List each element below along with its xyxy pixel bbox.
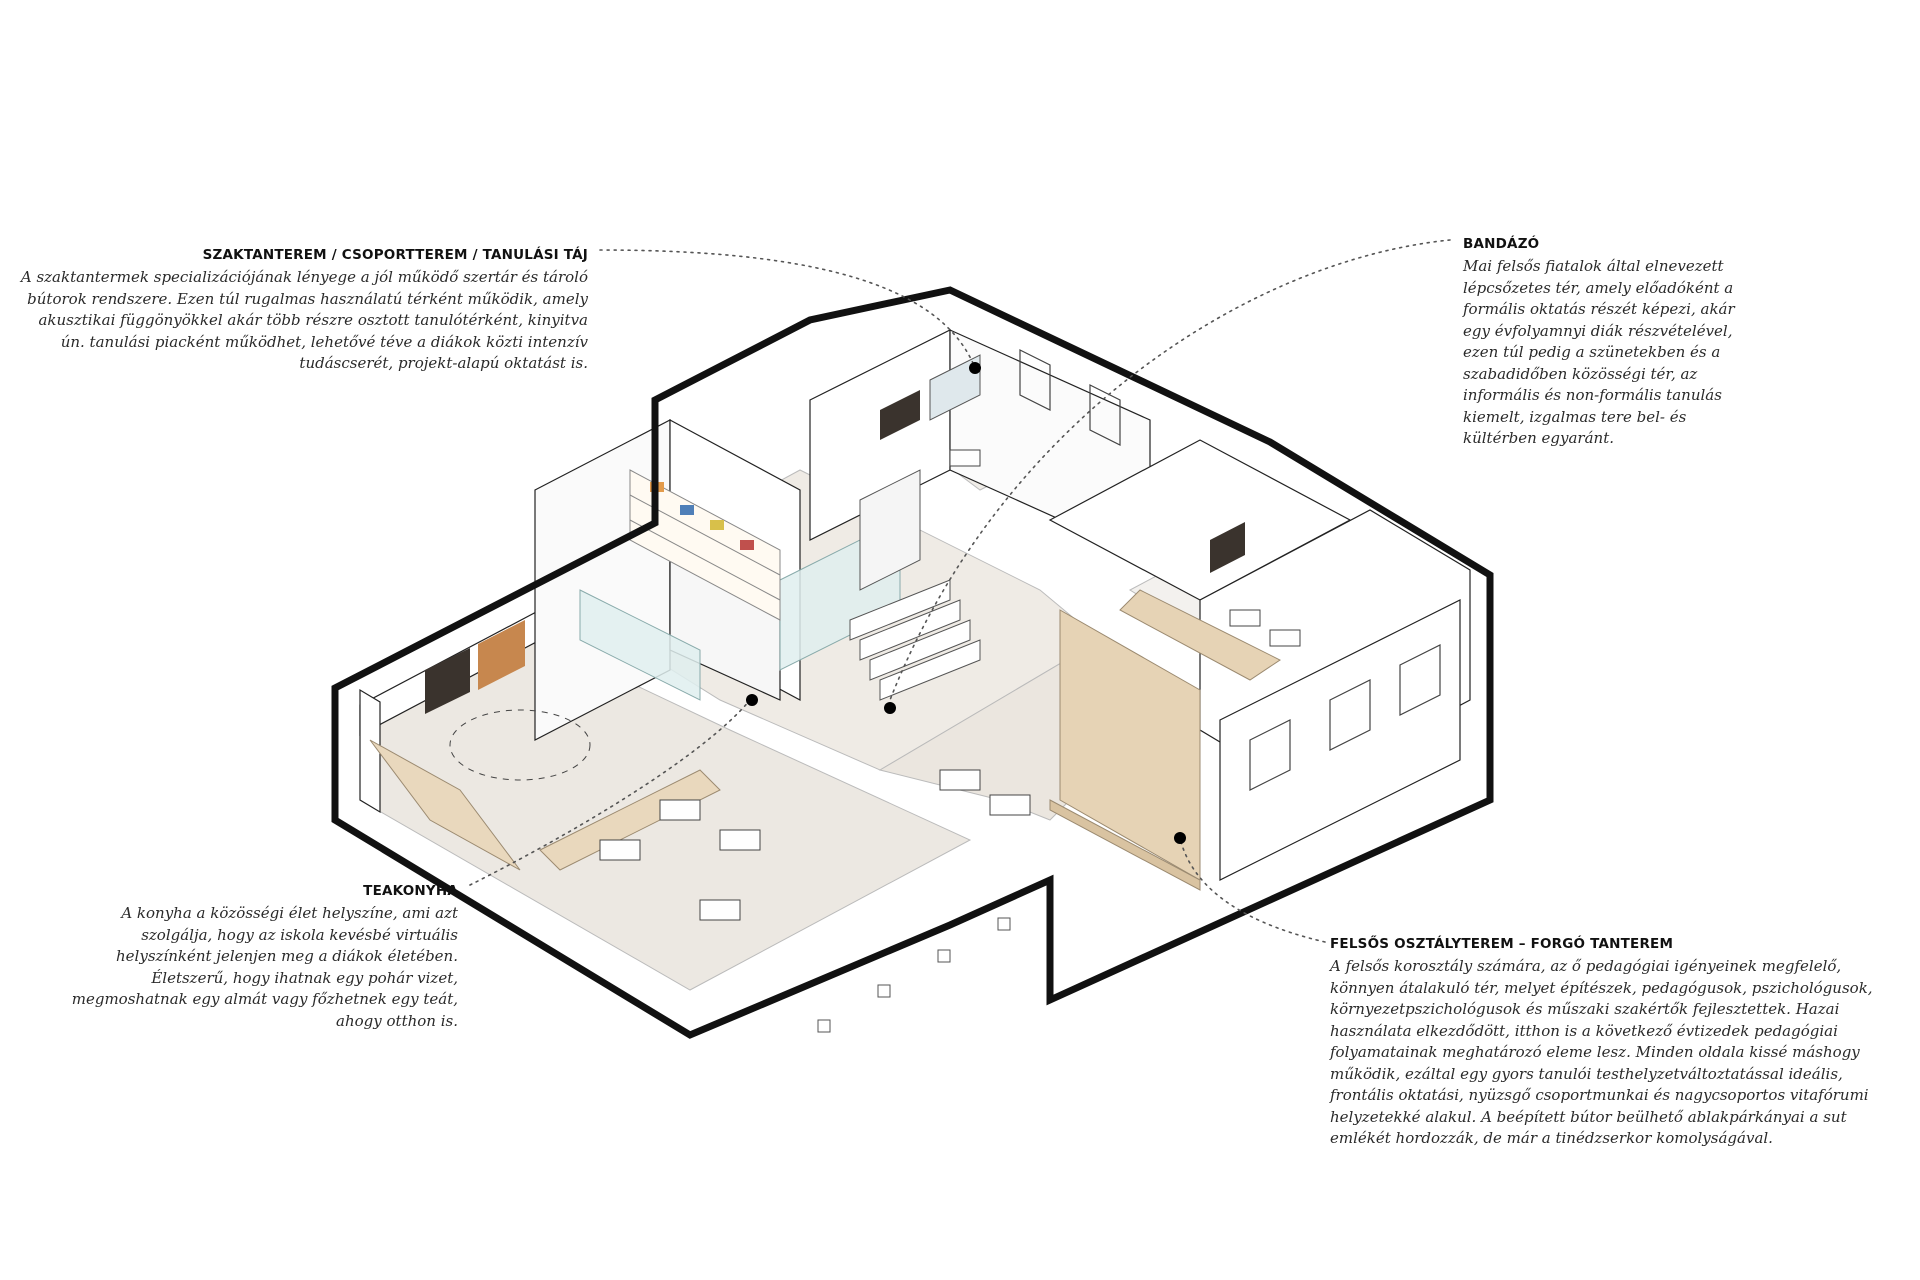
window — [1399, 644, 1441, 716]
chalkboard-right — [1210, 522, 1245, 573]
wooden-furniture — [369, 589, 1281, 891]
window — [1019, 349, 1051, 411]
chalkboard-top — [880, 390, 920, 440]
callout-szaktanterem: SZAKTANTEREM / CSOPORTTEREM / TANULÁSI T… — [10, 247, 588, 375]
chalkboard-left — [425, 648, 470, 714]
anchor-dot — [969, 362, 981, 374]
furniture-tables — [449, 449, 1301, 921]
callout-bandazo: BANDÁZÓ Mai felsős fiatalok által elneve… — [1463, 236, 1753, 450]
tiered-seating — [849, 469, 981, 701]
anchor-dot — [1174, 832, 1186, 844]
exterior-windows — [1019, 349, 1441, 791]
anchor-dots — [746, 362, 1186, 844]
corkboard-left — [478, 620, 525, 690]
stair-step — [879, 639, 981, 701]
callout-text: A szaktantermek specializációjának lénye… — [20, 268, 588, 372]
anchor-dot — [884, 702, 896, 714]
table — [699, 899, 741, 921]
leader-felsos — [1179, 837, 1326, 943]
cube — [997, 917, 1011, 931]
wood-ramp-left — [369, 739, 521, 871]
window — [1089, 384, 1121, 446]
anchor-dot — [746, 694, 758, 706]
cube — [817, 1019, 831, 1033]
table — [1229, 609, 1261, 627]
stair-step — [869, 619, 971, 681]
stair-step — [859, 599, 961, 661]
building-outline — [331, 286, 1494, 1039]
leader-szaktanterem — [599, 249, 976, 369]
cube — [877, 984, 891, 998]
table — [1269, 629, 1301, 647]
shelf-item — [740, 540, 754, 550]
wood-stair-ramp — [1119, 589, 1281, 681]
scale-cubes — [817, 917, 1011, 1033]
cube — [937, 949, 951, 963]
table — [949, 449, 981, 467]
round-table-circle — [449, 709, 591, 781]
leader-lines — [469, 239, 1451, 943]
leader-teakonyha — [469, 699, 751, 886]
window — [1249, 719, 1291, 791]
shelf-item — [710, 520, 724, 530]
table — [939, 769, 981, 791]
wall-left-room-side — [359, 688, 381, 814]
table — [989, 794, 1031, 816]
callout-text: Mai felsős fiatalok által elnevezett lép… — [1463, 257, 1735, 447]
callout-text: A felsős korosztály számára, az ő pedagó… — [1330, 957, 1873, 1147]
callout-felsos-osztalyterem: FELSŐS OSZTÁLYTEREM – FORGÓ TANTEREM A f… — [1330, 936, 1890, 1150]
upper-staircase — [859, 469, 921, 591]
callout-title: BANDÁZÓ — [1463, 236, 1540, 252]
table — [659, 799, 701, 821]
wood-window-seat — [1049, 799, 1201, 891]
callout-title: TEAKONYHA — [363, 883, 458, 899]
leader-bandazo — [889, 239, 1451, 701]
callout-text: A konyha a közösségi élet helyszíne, ami… — [71, 904, 458, 1030]
callout-teakonyha: TEAKONYHA A konyha a közösségi élet hely… — [60, 883, 458, 1032]
boards — [425, 354, 1245, 714]
glass-partition — [579, 589, 701, 701]
world-map — [929, 354, 981, 421]
stair-step — [849, 579, 951, 641]
table — [599, 839, 641, 861]
callout-title: SZAKTANTEREM / CSOPORTTEREM / TANULÁSI T… — [202, 247, 588, 263]
window — [1329, 679, 1371, 751]
shelf-frame — [629, 469, 781, 621]
shelf-item — [680, 505, 694, 515]
wood-ramp-mid — [539, 769, 721, 871]
table — [719, 829, 761, 851]
callout-title: FELSŐS OSZTÁLYTEREM – FORGÓ TANTEREM — [1330, 936, 1674, 952]
